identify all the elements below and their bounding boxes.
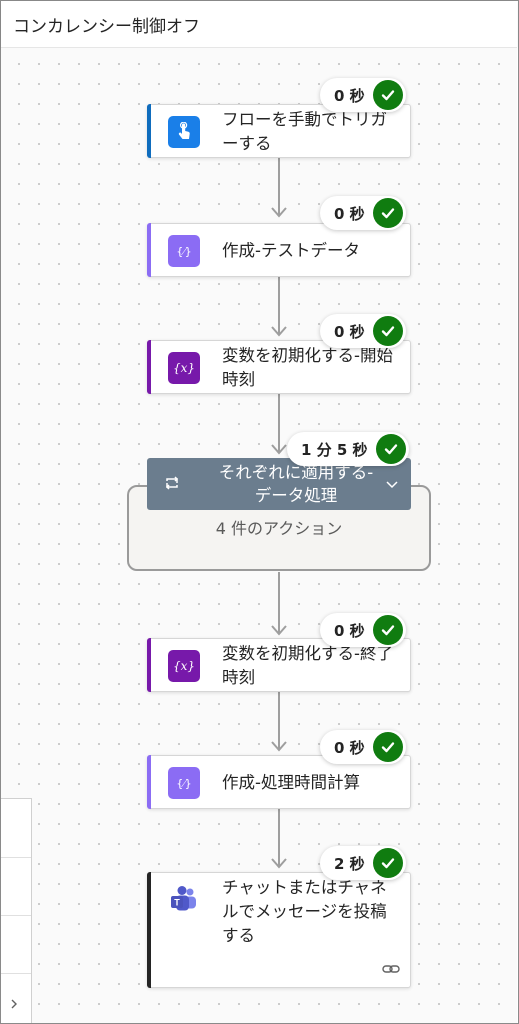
connector-arrow-4 [271,625,287,636]
flow-canvas[interactable]: フローを手動でトリガーする 0 秒 {⁄} 作成-テストデータ 0 秒 {x} … [1,48,517,1023]
duration-text: 2 秒 [334,854,365,873]
compose-icon: {⁄} [168,235,200,267]
step-duration-badge: 0 秒 [320,196,406,230]
step-card-compose-processing-time[interactable]: {⁄} 作成-処理時間計算 [147,755,411,809]
duration-text: 0 秒 [334,738,365,757]
chevron-down-icon[interactable] [385,476,399,495]
step-card-compose-test-data[interactable]: {⁄} 作成-テストデータ [147,223,411,277]
hand-touch-icon [168,116,200,148]
svg-text:T: T [174,898,180,908]
side-toolbar-divider [1,857,31,858]
duration-text: 0 秒 [334,86,365,105]
svg-text:{x}: {x} [173,659,195,673]
svg-text:{⁄}: {⁄} [176,245,191,258]
step-duration-badge: 0 秒 [320,314,406,348]
chevron-right-icon[interactable] [9,995,19,1014]
step-label: 変数を初期化する-終了時刻 [222,644,393,687]
step-card-init-variable-end[interactable]: {x} 変数を初期化する-終了時刻 [147,638,411,692]
step-label: フローを手動でトリガーする [222,110,387,153]
success-check-icon [372,848,403,878]
step-accent [147,340,151,394]
success-check-icon [372,615,403,645]
variable-icon: {x} [168,650,200,682]
success-check-icon [372,80,403,110]
step-duration-badge: 0 秒 [320,78,406,112]
connector-arrow-6 [271,858,287,869]
connector-arrow-1 [271,207,287,218]
flow-title: コンカレンシー制御オフ [13,17,200,37]
step-card-init-variable-start[interactable]: {x} 変数を初期化する-開始時刻 [147,340,411,394]
step-duration-badge: 2 秒 [320,846,406,880]
step-label: チャットまたはチャネルでメッセージを投稿する [222,878,387,945]
step-accent [147,104,151,158]
step-duration-badge: 0 秒 [320,730,406,764]
title-bar: コンカレンシー制御オフ [1,1,517,48]
loop-icon [163,474,181,496]
step-accent [147,223,151,277]
loop-action-count[interactable]: 4 件のアクション [215,519,343,538]
side-toolbar-divider [1,973,31,974]
connector-arrow-5 [271,741,287,752]
apply-to-each-header[interactable]: それぞれに適用する-データ処理 [147,458,411,510]
success-check-icon [372,732,403,762]
connector-arrow-2 [271,326,287,337]
step-accent [147,638,151,692]
side-toolbar-divider [1,915,31,916]
step-card-manual-trigger[interactable]: フローを手動でトリガーする [147,104,411,158]
success-check-icon [372,316,403,346]
step-accent [147,872,151,988]
loop-duration-badge: 1 分 5 秒 [287,432,409,466]
side-toolbar-panel[interactable] [1,798,32,1023]
step-duration-badge: 0 秒 [320,613,406,647]
duration-text: 0 秒 [334,322,365,341]
duration-text: 0 秒 [334,621,365,640]
connector-arrow-3 [271,444,287,455]
duration-text: 0 秒 [334,204,365,223]
loop-label: それぞれに適用する-データ処理 [218,463,374,505]
variable-icon: {x} [168,352,200,384]
svg-text:{x}: {x} [173,361,195,375]
compose-icon: {⁄} [168,767,200,799]
step-accent [147,755,151,809]
success-check-icon [375,434,406,464]
success-check-icon [372,198,403,228]
step-label: 変数を初期化する-開始時刻 [222,346,393,389]
link-icon[interactable] [382,960,400,979]
duration-text: 1 分 5 秒 [301,440,368,459]
step-label: 作成-テストデータ [222,241,360,260]
svg-text:{⁄}: {⁄} [176,777,191,790]
teams-icon: T [168,883,200,915]
step-label: 作成-処理時間計算 [222,773,360,792]
step-card-post-teams-message[interactable]: T チャットまたはチャネルでメッセージを投稿する [147,872,411,988]
connector-lines [271,157,287,869]
